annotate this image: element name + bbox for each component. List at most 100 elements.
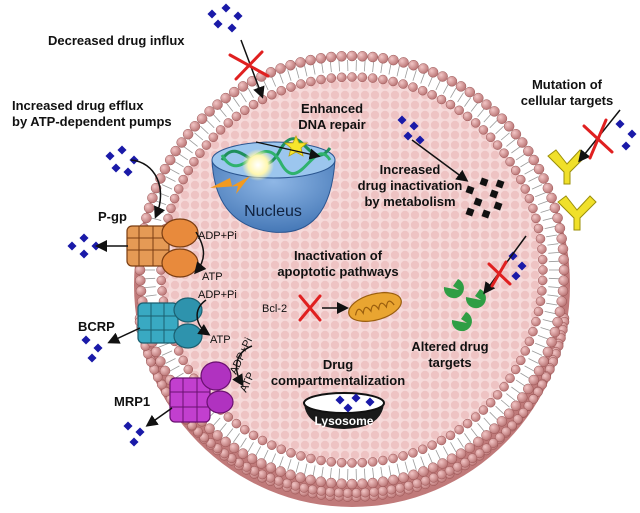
membrane-head [557, 234, 567, 244]
membrane-head [511, 401, 521, 411]
membrane-head [473, 93, 483, 103]
membrane-head [327, 74, 336, 83]
repair-glow [242, 149, 274, 181]
membrane-head [238, 449, 248, 459]
membrane-head [529, 155, 539, 165]
membrane-head [465, 443, 475, 453]
membrane-head [455, 106, 464, 115]
drug-molecule-icon [221, 3, 230, 12]
membrane-head [197, 114, 207, 124]
membrane-head [500, 382, 509, 391]
membrane-head [497, 416, 507, 426]
membrane-head [446, 100, 455, 109]
membrane-head [183, 129, 193, 139]
membrane-head [357, 51, 367, 61]
membrane-head [421, 476, 430, 485]
membrane-head [437, 95, 446, 104]
membrane-head [534, 366, 544, 376]
membrane-head [537, 245, 546, 254]
membrane-head [418, 86, 427, 95]
membrane-head [517, 138, 527, 148]
membrane-head [389, 454, 398, 463]
membrane-head [306, 475, 316, 485]
membrane-head [428, 441, 437, 450]
membrane-head [286, 60, 296, 70]
membrane-head [538, 255, 547, 264]
membrane-head [277, 445, 286, 454]
membrane-head [296, 57, 306, 67]
membrane-head [286, 470, 296, 480]
membrane-head [455, 425, 464, 434]
membrane-head [428, 90, 437, 99]
membrane-head [537, 286, 546, 295]
drug-molecule-icon [117, 145, 126, 154]
membrane-head [558, 286, 568, 296]
membrane-head [368, 457, 377, 466]
drug-molecule-icon [129, 437, 138, 446]
membrane-head [463, 112, 472, 121]
membrane-head [378, 456, 387, 465]
membrane-head [256, 459, 266, 469]
membrane-head [446, 431, 455, 440]
membrane-head [409, 470, 419, 480]
membrane-head [378, 477, 388, 487]
label-bcrp-atp: ATP [210, 334, 231, 346]
bcrp-domain-bottom [174, 324, 202, 348]
membrane-head [357, 479, 367, 489]
membrane-head [189, 157, 198, 166]
membrane-head [327, 457, 336, 466]
drug-molecule-icon [227, 23, 236, 32]
membrane-head [447, 454, 457, 464]
membrane-head [337, 458, 346, 467]
membrane-head [534, 224, 543, 233]
label-bcrp: BCRP [78, 319, 115, 334]
membrane-head [447, 76, 457, 86]
membrane-head [409, 60, 419, 70]
membrane-head [267, 441, 276, 450]
label-pgp-adp: ADP+Pi [198, 230, 237, 242]
membrane-head [409, 83, 418, 92]
drug-molecule-icon [621, 141, 630, 150]
membrane-head [388, 475, 398, 485]
membrane-head [532, 214, 541, 223]
membrane-head [516, 175, 525, 184]
membrane-head [157, 276, 166, 285]
drug-molecule-icon [105, 151, 114, 160]
membrane-head [158, 286, 167, 295]
membrane-tail [549, 261, 560, 262]
membrane-head [296, 473, 306, 483]
label-mutation-2: cellular targets [521, 93, 614, 108]
membrane-head [238, 81, 248, 91]
membrane-head [368, 478, 378, 488]
membrane-head [160, 366, 170, 376]
membrane-head [521, 347, 530, 356]
membrane-head [378, 486, 387, 495]
membrane-head [559, 265, 569, 275]
membrane-head [296, 80, 305, 89]
membrane-head [543, 183, 553, 193]
membrane-head [249, 100, 258, 109]
membrane-head [141, 213, 151, 223]
membrane-head [479, 125, 488, 134]
membrane-head [558, 244, 568, 254]
membrane-head [258, 95, 267, 104]
label-pgp-atp: ATP [202, 271, 223, 283]
drug-molecule-icon [615, 119, 624, 128]
label-increased-efflux-2: by ATP-dependent pumps [12, 114, 172, 129]
membrane-head [493, 390, 502, 399]
membrane-head [536, 234, 545, 243]
membrane-head [553, 317, 563, 327]
membrane-head [337, 479, 347, 489]
membrane-head [224, 413, 233, 422]
membrane-head [136, 286, 146, 296]
nucleus-label: Nucleus [244, 203, 302, 220]
membrane-head [334, 488, 343, 497]
membrane-head [486, 398, 495, 407]
drug-molecule-icon [135, 427, 144, 436]
label-inactivation-3: by metabolism [364, 194, 455, 209]
membrane-head [418, 467, 428, 477]
membrane-head [388, 55, 398, 65]
membrane-head [557, 296, 567, 306]
membrane-head [486, 133, 495, 142]
label-apoptotic-2: apoptotic pathways [277, 264, 398, 279]
